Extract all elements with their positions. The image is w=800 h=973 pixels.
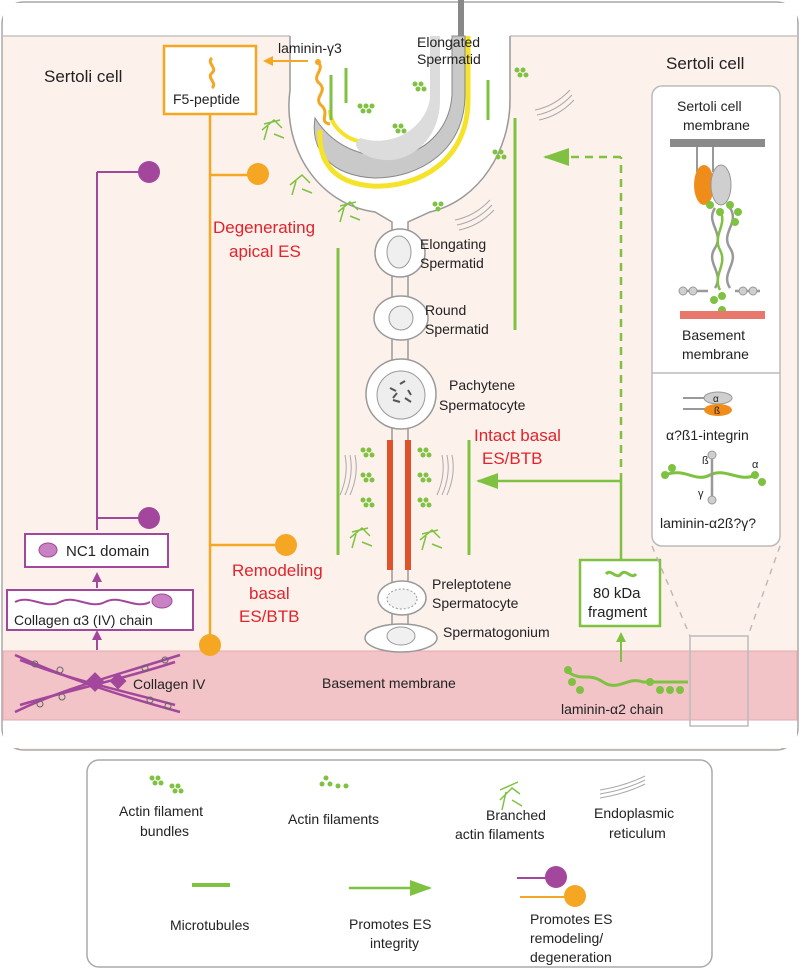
inset-alpha-symbol: α — [713, 394, 719, 405]
germ-cell-column — [288, 0, 511, 653]
inset-sertoli-membrane-1: Sertoli cell — [677, 98, 742, 114]
nc1-domain-label: NC1 domain — [66, 543, 149, 560]
inset-basement-1: Basement — [682, 327, 745, 343]
f5-peptide-box — [162, 44, 258, 116]
intact-label-1: Intact basal — [474, 426, 561, 445]
elongating-spermatid-label-2: Spermatid — [420, 255, 484, 271]
elongated-spermatid-label-2: Spermatid — [417, 51, 481, 67]
elongated-spermatid-head — [313, 35, 466, 179]
round-spermatid-label-2: Spermatid — [425, 321, 489, 337]
inset-laminin-gamma: γ — [698, 488, 704, 500]
remodeling-label-1: Remodeling — [232, 561, 323, 580]
inset-beta-symbol: ß — [714, 406, 720, 417]
legend-branched-2: actin filaments — [455, 826, 544, 842]
btb-bar-left — [387, 440, 393, 570]
legend-branched-icon — [499, 781, 523, 811]
legend-promote-integrity-1: Promotes ES — [349, 916, 431, 932]
legend-actin-filaments-icon — [319, 775, 349, 789]
legend-er-2: reticulum — [609, 825, 666, 841]
f5-peptide-label: F5-peptide — [173, 91, 240, 107]
legend-promote-remodeling-1: Promotes ES — [530, 911, 612, 927]
intact-label-2: ES/BTB — [482, 449, 542, 468]
legend-er-icon — [599, 775, 646, 799]
spermatogonium-label: Spermatogonium — [443, 624, 550, 640]
integrin-beta-subunit — [694, 165, 714, 205]
fragment-label-2: fragment — [588, 604, 648, 621]
inset-basement-2: membrane — [682, 346, 749, 362]
collagen-inhibit-dot-mid — [138, 507, 160, 529]
inset-sertoli-membrane-2: membrane — [683, 117, 750, 133]
btb-bar-right — [405, 440, 411, 570]
legend-actin-bundles-1: Actin filament — [119, 803, 203, 819]
branched-actin — [261, 118, 443, 551]
laminin-alpha2-chain — [567, 670, 688, 687]
inset-laminin-alpha: α — [752, 459, 759, 471]
sertoli-cell-left-label: Sertoli cell — [44, 67, 122, 86]
legend-box — [86, 759, 713, 968]
laminin-gamma3-chain — [315, 60, 331, 126]
sertoli-cell-right-label: Sertoli cell — [666, 54, 744, 73]
microtubules — [329, 68, 517, 555]
remodeling-label-2: basal — [249, 584, 290, 603]
collagen-inhibit-dot-top — [138, 161, 160, 183]
basement-membrane-band — [2, 650, 798, 721]
inhibit-dot-basal — [275, 534, 297, 556]
pachytene-label-2: Spermatocyte — [439, 397, 526, 413]
degenerating-label-2: apical ES — [229, 242, 301, 261]
integrin-alpha-subunit — [710, 164, 732, 206]
legend-branched-1: Branched — [486, 807, 546, 823]
laminin-label: laminin-α2ß?γ? — [660, 515, 756, 531]
degenerating-label-1: Degenerating — [213, 218, 315, 237]
actin-bundles — [357, 67, 529, 508]
elongating-spermatid-label-1: Elongating — [420, 236, 486, 252]
legend-orange-dot-icon — [564, 885, 586, 907]
legend-actin-bundles-2: bundles — [140, 823, 189, 839]
inhibit-dot-bottom — [199, 634, 221, 656]
inset-laminin-beta: ß — [702, 455, 709, 467]
legend-promote-integrity-2: integrity — [370, 935, 419, 951]
inhibit-dot-apical — [247, 163, 269, 185]
legend-actin-filaments: Actin filaments — [288, 811, 379, 827]
elongated-spermatid-label-1: Elongated — [417, 34, 480, 50]
collagen-chain-label: Collagen α3 (IV) chain — [14, 612, 153, 628]
preleptotene-label-2: Spermatocyte — [432, 595, 519, 611]
collagen-iv-label: Collagen IV — [133, 676, 206, 692]
legend-promote-remodeling-3: degeneration — [530, 949, 612, 965]
integrin-label: α?ß1-integrin — [666, 427, 749, 443]
endoplasmic-reticulum — [339, 89, 575, 496]
legend-er-1: Endoplasmic — [594, 805, 674, 821]
preleptotene-label-1: Preleptotene — [432, 576, 512, 592]
fragment-label-1: 80 kDa — [593, 585, 641, 602]
legend-actin-bundles-icon — [149, 775, 184, 794]
round-spermatid-label-1: Round — [425, 302, 466, 318]
collagen-paths — [92, 171, 145, 650]
legend-purple-dot-icon — [545, 866, 567, 888]
pachytene-label-1: Pachytene — [449, 377, 515, 393]
laminin-alpha2-label: laminin-α2 chain — [561, 701, 663, 717]
remodeling-label-3: ES/BTB — [239, 607, 299, 626]
laminin-gamma3-label: laminin-γ3 — [278, 40, 342, 56]
legend-microtubules: Microtubules — [170, 917, 249, 933]
basement-membrane-label: Basement membrane — [322, 675, 456, 691]
legend-promote-remodeling-2: remodeling/ — [530, 930, 603, 946]
